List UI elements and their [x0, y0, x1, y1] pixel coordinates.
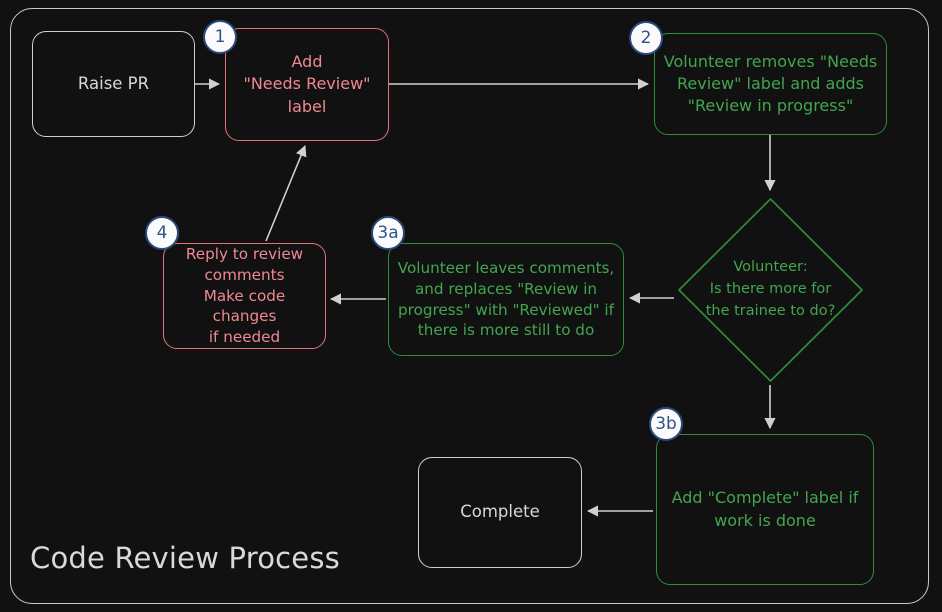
node-volunteer-takes[interactable]: Volunteer removes "Needs Review" label a… — [654, 33, 887, 135]
node-label: Add "Complete" label if work is done — [671, 488, 859, 530]
node-add-complete-label[interactable]: Add "Complete" label if work is done — [656, 434, 874, 585]
node-decision-more-work[interactable]: Volunteer: Is there more for the trainee… — [676, 196, 865, 384]
node-label: Reply to review comments Make code chang… — [185, 244, 304, 347]
badge-label: 2 — [640, 28, 652, 48]
node-label: Volunteer: Is there more for the trainee… — [705, 259, 836, 319]
badge-label: 1 — [214, 27, 226, 47]
node-label: Add "Needs Review" label — [243, 52, 371, 116]
node-label: Volunteer leaves comments, and replaces … — [397, 258, 615, 340]
node-label: Complete — [460, 502, 540, 522]
node-reply-to-comments[interactable]: Reply to review comments Make code chang… — [163, 243, 326, 349]
node-add-needs-review[interactable]: Add "Needs Review" label — [225, 28, 389, 141]
node-complete[interactable]: Complete — [418, 457, 582, 568]
node-label: Volunteer removes "Needs Review" label a… — [663, 51, 878, 116]
node-raise-pr[interactable]: Raise PR — [32, 31, 195, 137]
step-badge-3b[interactable]: 3b — [649, 407, 683, 441]
step-badge-1[interactable]: 1 — [203, 20, 237, 54]
node-volunteer-comments[interactable]: Volunteer leaves comments, and replaces … — [388, 243, 624, 356]
diagram-title: Code Review Process — [30, 541, 340, 575]
step-badge-2[interactable]: 2 — [629, 21, 663, 55]
step-badge-3a[interactable]: 3a — [371, 216, 405, 250]
badge-label: 4 — [156, 223, 168, 243]
node-label: Raise PR — [77, 73, 150, 93]
badge-label: 3b — [655, 414, 677, 434]
step-badge-4[interactable]: 4 — [145, 216, 179, 250]
diamond-shape — [678, 198, 863, 382]
badge-label: 3a — [377, 223, 399, 243]
